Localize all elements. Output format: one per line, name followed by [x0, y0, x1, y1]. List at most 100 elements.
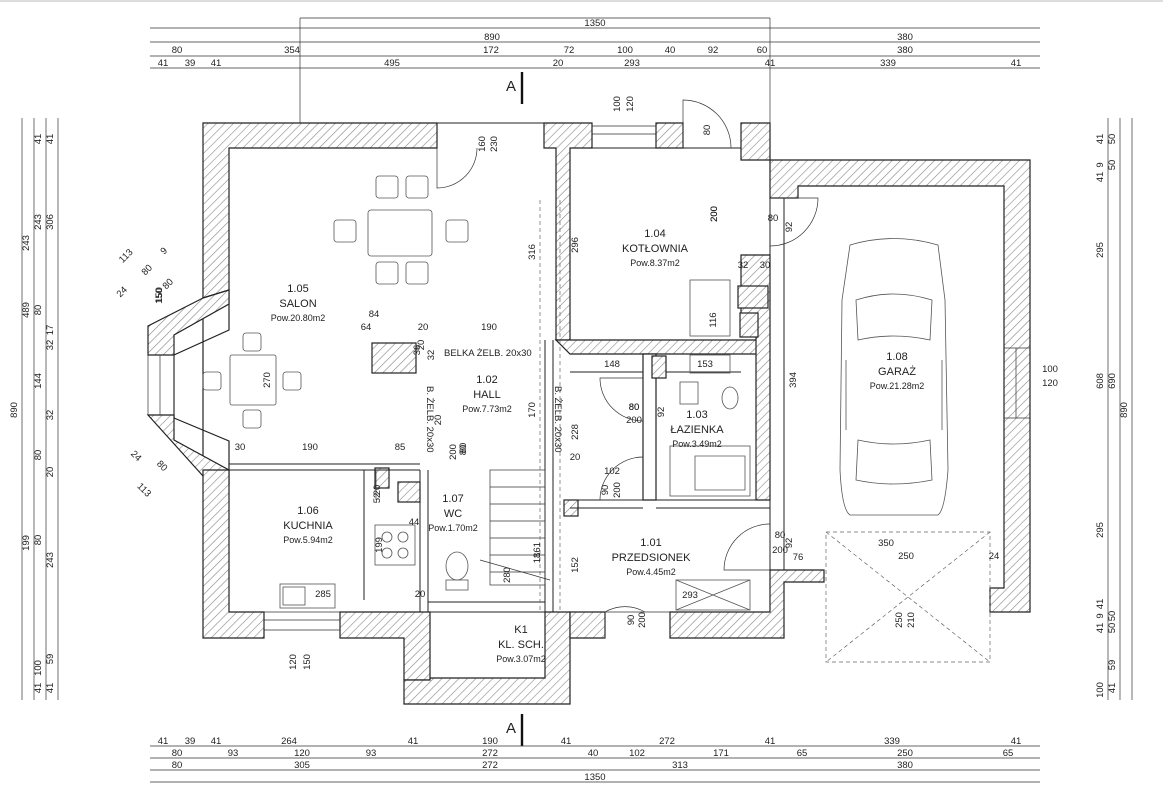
dim-interior: 250	[894, 612, 905, 628]
dim-top: 495	[384, 58, 400, 69]
roof-outline	[299, 17, 771, 123]
dim-bottom: 272	[482, 760, 498, 771]
svg-text:Pow.5.94m2: Pow.5.94m2	[283, 535, 333, 545]
svg-text:ŁAZIENKA: ŁAZIENKA	[670, 424, 724, 436]
dim-right: 41	[1095, 134, 1106, 145]
dim-interior: 296	[570, 237, 581, 253]
dim-top: 72	[564, 45, 575, 56]
dim-interior: 200	[637, 612, 648, 628]
svg-text:1.04: 1.04	[644, 228, 665, 240]
dim-interior: 24	[989, 551, 1000, 562]
dim-left: 80	[33, 450, 44, 461]
svg-text:Pow.4.45m2: Pow.4.45m2	[626, 567, 676, 577]
dim-right: 59	[1107, 660, 1118, 671]
dim-top: 20	[553, 58, 564, 69]
dim-interior: 76	[793, 552, 804, 563]
svg-text:Pow.3.49m2: Pow.3.49m2	[672, 439, 722, 449]
dim-left: 890	[9, 402, 20, 418]
dim-interior: 116	[708, 312, 719, 327]
dim-bottom: 41	[561, 736, 572, 747]
dim-left: 243	[45, 552, 56, 568]
dim-interior: 200	[626, 415, 642, 426]
dim-bottom: 41	[408, 736, 419, 747]
dim-interior: 250	[898, 551, 914, 562]
dim-bottom: 80	[172, 760, 183, 771]
dim-interior: 30	[235, 442, 246, 453]
dim-interior: 230	[489, 136, 500, 152]
dim-interior: 32	[738, 260, 749, 271]
dim-bottom: 171	[713, 748, 729, 759]
dim-interior: 161	[532, 542, 543, 558]
dim-bottom: 272	[659, 736, 675, 747]
section-label-top: A	[506, 78, 516, 95]
dim-interior: 190	[302, 442, 318, 453]
dim-bottom: 41	[158, 736, 169, 747]
furniture	[202, 175, 949, 611]
dim-right: 9	[1095, 613, 1106, 618]
section-label-bottom: A	[506, 720, 516, 737]
dim-interior: 316	[527, 244, 538, 260]
svg-text:GARAŻ: GARAŻ	[878, 365, 916, 378]
dim-interior: 20	[418, 322, 429, 333]
dim-top: 80	[172, 45, 183, 56]
dim-interior: 80	[458, 443, 469, 454]
dim-interior: 36	[412, 345, 423, 356]
dim-interior: 52	[372, 493, 383, 504]
dim-interior: 20	[415, 589, 426, 600]
dim-left: 41	[33, 683, 44, 694]
room-wc: 1.07 WC Pow.1.70m2	[428, 493, 478, 533]
dim-top: 60	[757, 45, 768, 56]
room-hall: 1.02 HALL Pow.7.73m2	[462, 374, 512, 414]
dim-interior: 20	[416, 340, 427, 351]
beam-label-horizontal: BELKA ŻELB. 20x30	[444, 348, 532, 359]
dim-interior: 85	[395, 442, 406, 453]
dim-left: 199	[21, 535, 32, 551]
dim-interior: 80	[775, 530, 786, 541]
dim-bottom: 380	[897, 760, 913, 771]
dim-interior: 228	[570, 424, 581, 440]
section-marker-top: A	[506, 72, 524, 104]
dim-bottom: 102	[629, 748, 645, 759]
svg-text:PRZEDSIONEK: PRZEDSIONEK	[612, 552, 692, 564]
svg-text:Pow.3.07m2: Pow.3.07m2	[496, 654, 546, 664]
dim-interior: 120	[625, 96, 636, 112]
dim-interior: 293	[682, 590, 698, 601]
dim-interior: 200	[709, 206, 720, 222]
dim-bottom: 305	[294, 760, 310, 771]
dim-interior: 210	[906, 612, 917, 628]
dim-bottom: 40	[588, 748, 599, 759]
svg-text:KUCHNIA: KUCHNIA	[283, 520, 333, 532]
dim-interior: 100	[1042, 364, 1058, 375]
dim-interior: 394	[788, 372, 799, 388]
dim-right: 9	[1095, 162, 1106, 167]
dim-interior: 102	[604, 466, 620, 477]
dim-top: 380	[897, 45, 913, 56]
dim-left: 144	[33, 373, 44, 389]
svg-text:Pow.21.28m2: Pow.21.28m2	[870, 381, 925, 391]
dim-bottom: 190	[482, 736, 498, 747]
dim-left: 32	[45, 340, 56, 351]
dim-interior: 90	[600, 485, 611, 496]
dim-right: 295	[1095, 522, 1106, 538]
dim-interior: 92	[784, 538, 795, 549]
dim-interior: 120	[1042, 378, 1058, 389]
doors	[375, 99, 819, 638]
dim-left: 243	[33, 214, 44, 230]
dim-bottom: 39	[185, 736, 196, 747]
dimension-lines	[21, 27, 1133, 783]
svg-text:HALL: HALL	[473, 389, 501, 401]
dim-interior: 150	[154, 288, 165, 304]
dim-right: 890	[1119, 402, 1130, 418]
dim-bottom: 272	[482, 748, 498, 759]
dim-interior: 30	[760, 260, 771, 271]
room-labels: 1.05 SALON Pow.20.80m2 1.04 KOTŁOWNIA Po…	[271, 228, 925, 664]
dim-top: 380	[897, 32, 913, 43]
dim-interior: 9	[158, 245, 170, 257]
svg-text:K1: K1	[514, 624, 527, 636]
dim-interior: 64	[361, 322, 372, 333]
dim-interior: 80	[768, 213, 779, 224]
svg-text:1.03: 1.03	[686, 409, 707, 421]
dim-interior: 44	[409, 517, 420, 528]
dim-top: 39	[185, 58, 196, 69]
